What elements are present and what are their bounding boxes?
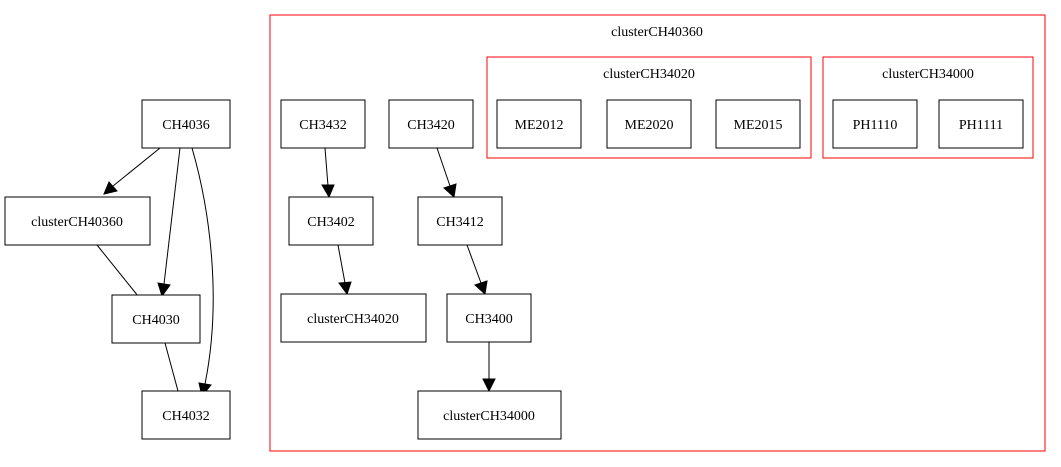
svg-text:CH3402: CH3402: [307, 215, 354, 230]
edge-ch3400-clusterch34000: [482, 342, 496, 393]
node-ch3402: CH3402: [288, 196, 374, 246]
node-ph1111: PH1111: [938, 99, 1024, 149]
svg-text:ME2012: ME2012: [515, 118, 564, 133]
svg-text:clusterCH40360: clusterCH40360: [31, 215, 123, 230]
edge-clusterch40360-ch4030: [96, 244, 139, 297]
svg-text:clusterCH34020: clusterCH34020: [307, 312, 399, 327]
node-ch4032: CH4032: [141, 390, 231, 440]
svg-text:CH4036: CH4036: [162, 118, 209, 133]
edge-ch4036-ch4032: [191, 147, 214, 398]
svg-text:CH3412: CH3412: [436, 215, 483, 230]
node-me2015: ME2015: [715, 99, 801, 149]
node-ch4036: CH4036: [141, 99, 231, 149]
svg-text:CH3420: CH3420: [407, 118, 454, 133]
svg-text:ME2020: ME2020: [625, 118, 674, 133]
edge-ch3402-clusterch34020: [337, 244, 352, 296]
cluster-ch40360: clusterCH40360: [269, 14, 1046, 452]
node-clusterch40360: clusterCH40360: [4, 196, 151, 246]
node-ph1110: PH1110: [832, 99, 918, 149]
edge-ch4030-ch4032: [164, 342, 179, 392]
edge-ch3412-ch3400: [466, 244, 488, 295]
node-me2012: ME2012: [496, 99, 582, 149]
node-ch3400: CH3400: [446, 293, 532, 343]
cluster-ch34020: clusterCH34020: [486, 56, 812, 159]
edge-ch3432-ch3402: [321, 147, 335, 199]
cluster-ch40360-label: clusterCH40360: [611, 25, 703, 40]
node-ch3420: CH3420: [388, 99, 474, 149]
cluster-ch34000: clusterCH34000: [822, 56, 1034, 159]
edge-ch3420-ch3412: [436, 147, 457, 198]
edge-ch4036-clusterch40360: [103, 147, 161, 195]
svg-text:CH3432: CH3432: [299, 118, 346, 133]
node-clusterch34000: clusterCH34000: [417, 390, 562, 440]
svg-text:ME2015: ME2015: [734, 118, 783, 133]
node-clusterch34020: clusterCH34020: [280, 293, 427, 343]
node-me2020: ME2020: [606, 99, 692, 149]
svg-text:clusterCH34000: clusterCH34000: [443, 409, 535, 424]
node-ch4030: CH4030: [111, 294, 201, 344]
node-ch3412: CH3412: [417, 196, 503, 246]
edge-ch4036-ch4030: [157, 147, 181, 298]
cluster-ch34000-label: clusterCH34000: [882, 67, 974, 82]
svg-text:CH4032: CH4032: [162, 409, 209, 424]
node-ch3432: CH3432: [280, 99, 366, 149]
svg-text:CH3400: CH3400: [465, 312, 512, 327]
cluster-ch34020-label: clusterCH34020: [603, 67, 695, 82]
svg-text:PH1110: PH1110: [853, 118, 898, 133]
svg-text:PH1111: PH1111: [959, 118, 1003, 133]
svg-text:CH4030: CH4030: [132, 313, 179, 328]
